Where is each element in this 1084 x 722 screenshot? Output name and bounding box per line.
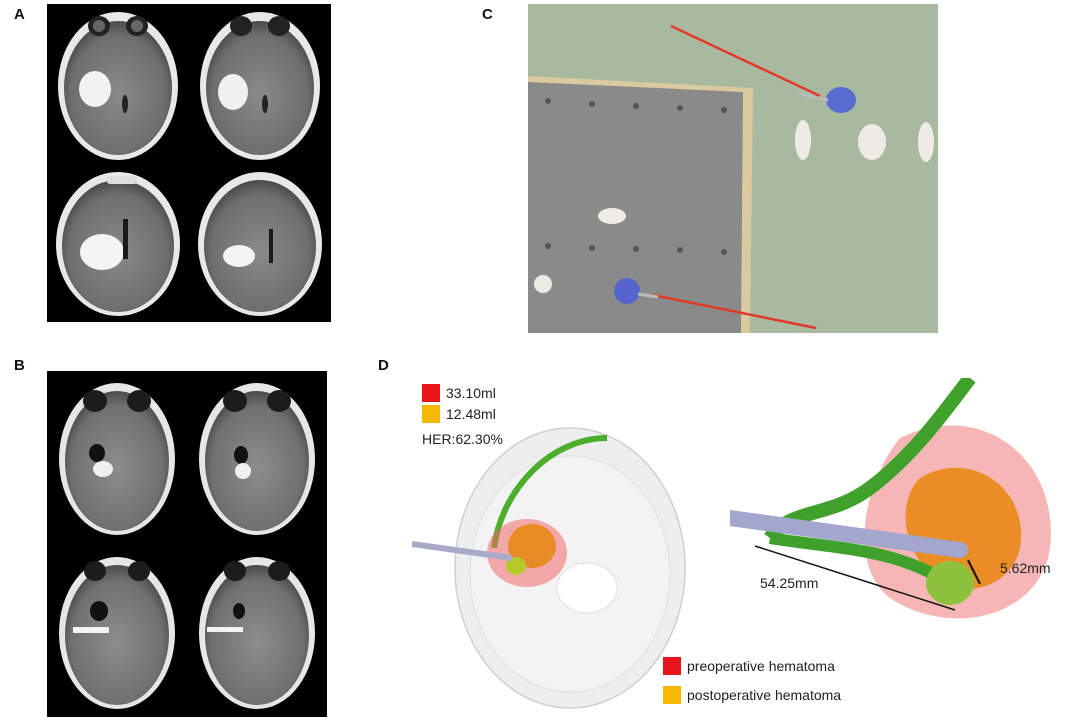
panel-label-d: D — [378, 357, 389, 374]
ct-slice-b2 — [199, 383, 315, 535]
yellow-square-icon — [663, 686, 681, 705]
ct-slice-a1 — [58, 12, 178, 160]
ct-slice-b4 — [199, 557, 315, 709]
legend-post-row: postoperative hematoma — [663, 686, 842, 705]
ct-slice-a4 — [198, 172, 322, 316]
distance-measurement: 5.62mm — [1000, 560, 1051, 576]
yellow-square-icon — [422, 405, 440, 424]
length-measurement: 54.25mm — [760, 575, 819, 591]
volume-pre-text: 33.10ml — [446, 385, 496, 402]
red-square-icon — [422, 384, 440, 403]
panel-label-a: A — [14, 6, 25, 23]
panel-label-c: C — [482, 6, 493, 23]
hematoma-zoom-reconstruction — [730, 378, 1070, 648]
ct-slice-a3 — [56, 172, 180, 316]
ct-grid-postoperative — [47, 371, 327, 717]
ct-slice-b3 — [59, 557, 175, 709]
panel-label-b: B — [14, 357, 25, 374]
ct-grid-preoperative — [47, 4, 331, 322]
red-square-icon — [663, 657, 681, 676]
ct-slice-b1 — [59, 383, 175, 535]
skull-reconstruction — [412, 378, 712, 712]
ar-navigation-photo — [528, 4, 938, 333]
legend-pre-text: preoperative hematoma — [687, 658, 835, 675]
volume-pre-row: 33.10ml — [422, 384, 496, 403]
legend-pre-row: preoperative hematoma — [663, 657, 835, 676]
her-value: HER:62.30% — [422, 431, 503, 447]
legend-post-text: postoperative hematoma — [687, 687, 842, 704]
ct-slice-a2 — [200, 12, 320, 160]
volume-post-row: 12.48ml — [422, 405, 496, 424]
volume-post-text: 12.48ml — [446, 406, 496, 423]
